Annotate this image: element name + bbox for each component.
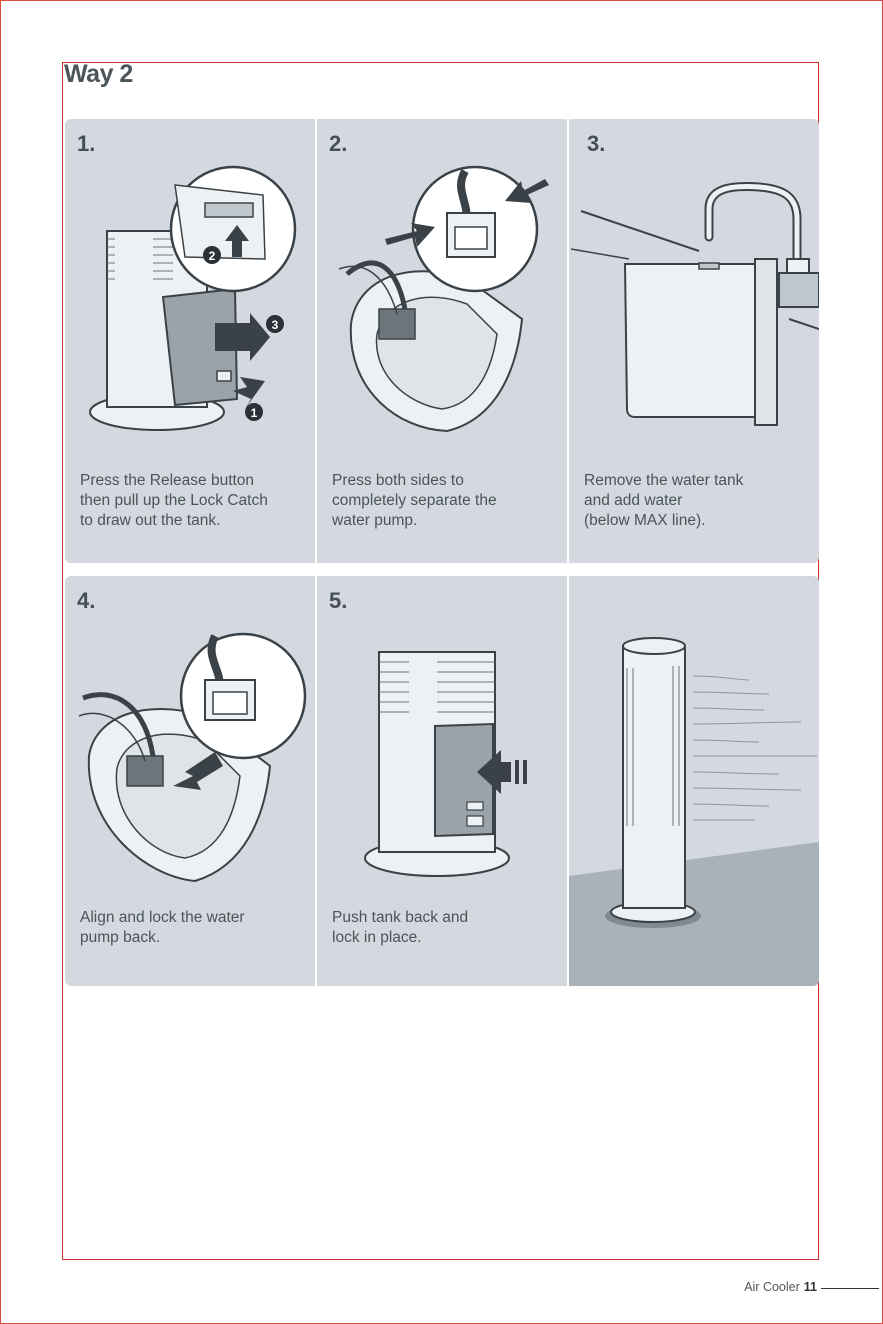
footer-product: Air Cooler xyxy=(744,1280,800,1294)
step-panel-1: 1. 3 1 2 Press the Release button xyxy=(65,119,315,563)
page-number: 11 xyxy=(804,1280,817,1294)
callout-3: 3 xyxy=(272,318,279,332)
step-caption-1: Press the Release button then pull up th… xyxy=(80,471,268,531)
step-caption-5: Push tank back and lock in place. xyxy=(332,908,468,948)
page-footer: Air Cooler 11 xyxy=(744,1280,817,1294)
callout-2: 2 xyxy=(209,249,216,263)
step-panel-3: 3. Remove the water tank and add water (… xyxy=(569,119,819,563)
result-panel xyxy=(569,576,819,986)
step-caption-2: Press both sides to completely separate … xyxy=(332,471,497,531)
step-panel-2: 2. Press both sides to completely separa… xyxy=(317,119,567,563)
step-caption-4: Align and lock the water pump back. xyxy=(80,908,245,948)
air-cooler-running-illustration xyxy=(569,576,819,986)
step-panel-5: 5. Push tank back and lock in place. xyxy=(317,576,567,986)
callout-1: 1 xyxy=(251,406,258,420)
step-caption-3: Remove the water tank and add water (bel… xyxy=(584,471,743,531)
page-heading: Way 2 xyxy=(64,60,133,89)
step-panel-4: 4. Align and lock the water pump back. xyxy=(65,576,315,986)
footer-rule xyxy=(821,1288,879,1289)
